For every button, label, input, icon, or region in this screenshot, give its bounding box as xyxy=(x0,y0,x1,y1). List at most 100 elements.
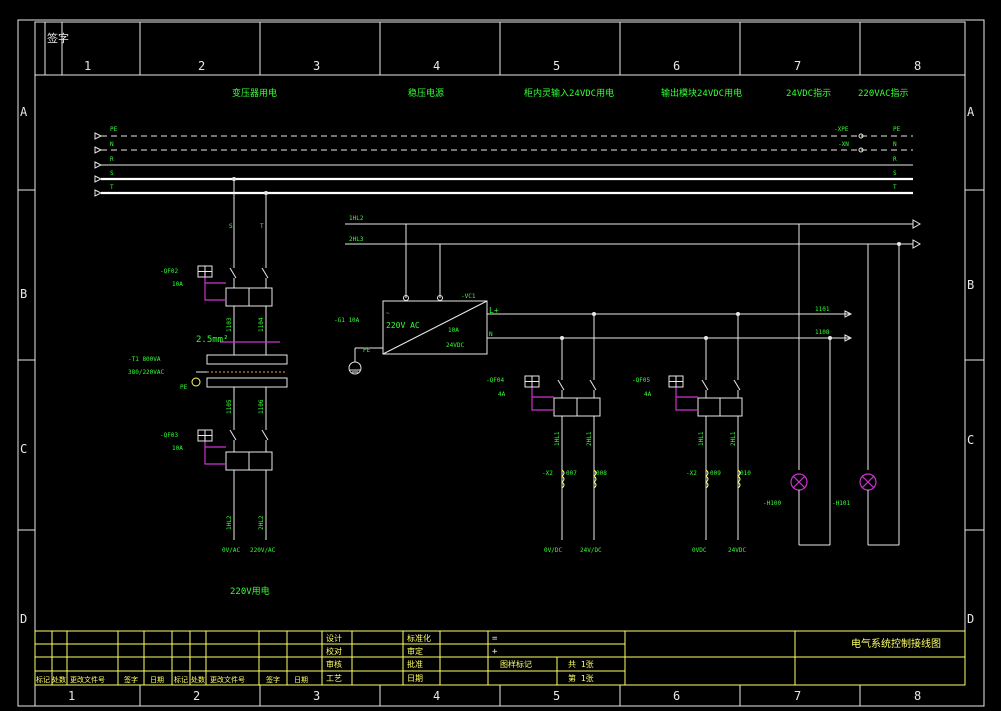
wire-label-2hl1-a: 2HL1 xyxy=(586,431,593,446)
col-num-bottom-4: 4 xyxy=(433,689,440,703)
tb-left-label-4: 日期 xyxy=(150,676,164,684)
col-num-bottom-5: 5 xyxy=(553,689,560,703)
breaker-qf02-amp: 10A xyxy=(172,281,183,288)
bus-label-right-s: S xyxy=(893,170,897,177)
ps-dc: 24VDC xyxy=(446,342,464,349)
ac-supply-lines xyxy=(345,219,922,470)
col-num-top-3: 3 xyxy=(313,59,320,73)
st-label-s: S xyxy=(229,223,233,230)
row-left-c: C xyxy=(20,442,27,456)
col-num-top-2: 2 xyxy=(198,59,205,73)
tb-left-label-9: 日期 xyxy=(294,676,308,684)
ps-tag: -VC1 xyxy=(461,293,476,300)
bus-label-right-n: N xyxy=(893,141,897,148)
bus-label-right-r: R xyxy=(893,156,897,163)
st-label-t: T xyxy=(260,223,264,230)
ps-fuse: -G1 10A xyxy=(334,317,360,324)
transformer-pe: PE xyxy=(180,384,188,391)
terminal-008: 008 xyxy=(596,470,607,477)
col-num-top-5: 5 xyxy=(553,59,560,73)
tb-eq: = xyxy=(492,634,498,644)
side-row-dividers xyxy=(18,189,984,531)
wire-size: 2.5mm² xyxy=(196,335,229,345)
bus-label-left-pe: PE xyxy=(110,126,118,133)
header-220vac-indicator: 220VAC指示 xyxy=(858,87,909,99)
branch-line-1hl2: 1HL2 xyxy=(349,215,364,222)
bus-mid-pe: -XPE xyxy=(834,126,849,133)
title-block xyxy=(34,630,966,686)
tb-standard: 标准化 xyxy=(407,633,431,643)
breaker-qf04-tag: -QF04 xyxy=(486,377,504,384)
row-left-d: D xyxy=(20,612,27,626)
row-right-a: A xyxy=(967,105,975,119)
tb-plus: + xyxy=(492,647,498,657)
output-0vac: 0V/AC xyxy=(222,547,240,554)
col-num-bottom-6: 6 xyxy=(673,689,680,703)
tb-left-label-8: 签字 xyxy=(266,675,280,684)
wire-label-1hl2: 1HL2 xyxy=(226,515,233,530)
tb-left-label-0: 标记 xyxy=(36,675,50,684)
tb-date: 日期 xyxy=(407,674,423,683)
tb-design: 设计 xyxy=(326,633,342,643)
wire-label-1103: 1103 xyxy=(226,317,233,332)
terminal-007: 007 xyxy=(566,470,577,477)
col-num-top-6: 6 xyxy=(673,59,680,73)
bus-mid-n: -XN xyxy=(838,141,849,148)
header-output-24vdc: 输出模块24VDC用电 xyxy=(661,87,742,99)
output-220vac: 220V/AC xyxy=(250,547,276,554)
col-num-top-4: 4 xyxy=(433,59,440,73)
output-0vdc-b: 0VDC xyxy=(692,547,707,554)
tb-page: 第 1张 xyxy=(568,673,594,683)
terminal-coils xyxy=(561,469,741,489)
breaker-qf03-amp: 10A xyxy=(172,445,183,452)
bottom-column-strip xyxy=(34,685,861,706)
breaker-qf02-tag: -QF02 xyxy=(160,268,178,275)
dc-line-1101: 1101 xyxy=(815,306,830,313)
tb-review: 审核 xyxy=(326,659,342,669)
tb-total: 共 1张 xyxy=(568,660,594,669)
top-column-strip xyxy=(34,21,966,76)
indicator-lamps xyxy=(790,242,901,546)
row-left-b: B xyxy=(20,287,27,301)
row-right-b: B xyxy=(967,278,974,292)
branch-line-2hl3: 2HL3 xyxy=(349,236,364,243)
tb-sheet-mark: 图样标记 xyxy=(500,659,532,669)
header-regulated-supply: 稳压电源 xyxy=(408,87,444,99)
output-24vdc-a: 24V/DC xyxy=(580,547,602,554)
footer-220v-label: 220V用电 xyxy=(230,585,270,597)
tb-process: 工艺 xyxy=(326,674,342,683)
tb-ratify: 批准 xyxy=(407,659,423,669)
bus-label-left-s: S xyxy=(110,170,114,177)
busbars xyxy=(94,132,913,197)
output-24vdc-b: 24VDC xyxy=(728,547,746,554)
col-num-top-8: 8 xyxy=(914,59,921,73)
tb-approve: 审定 xyxy=(407,646,423,656)
terminal-x2-a: -X2 xyxy=(542,470,553,477)
bus-label-right-t: T xyxy=(893,184,897,191)
row-right-c: C xyxy=(967,433,974,447)
stamp-label: 签字 xyxy=(47,31,69,45)
wire-label-1104: 1104 xyxy=(258,317,265,332)
dc-branch-qf04 xyxy=(524,312,601,540)
col-num-top-7: 7 xyxy=(794,59,801,73)
ps-pe: PE xyxy=(363,347,371,354)
wire-label-1hl1-a: 1HL1 xyxy=(554,431,561,446)
tb-left-label-1: 处数 xyxy=(52,675,66,684)
tb-left-label-3: 签字 xyxy=(124,675,138,684)
col-num-bottom-7: 7 xyxy=(794,689,801,703)
wire-label-1106: 1106 xyxy=(258,399,265,414)
ps-tilde: ~ xyxy=(386,310,390,317)
bus-label-left-t: T xyxy=(110,184,114,191)
ps-n: N xyxy=(489,331,493,338)
bus-label-left-n: N xyxy=(110,141,114,148)
ps-ac: 220V AC xyxy=(386,321,420,330)
transformer-tag: -T1 800VA xyxy=(128,356,161,363)
dc-line-1108: 1108 xyxy=(815,329,830,336)
power-supply-vc1 xyxy=(348,300,853,375)
output-0vdc-a: 0V/DC xyxy=(544,547,562,554)
lamp-h100: -H100 xyxy=(763,500,781,507)
col-num-top-1: 1 xyxy=(84,59,91,73)
row-right-d: D xyxy=(967,612,974,626)
tb-drawing-title: 电气系统控制接线图 xyxy=(851,637,941,650)
wire-label-2hl1-b: 2HL1 xyxy=(730,431,737,446)
